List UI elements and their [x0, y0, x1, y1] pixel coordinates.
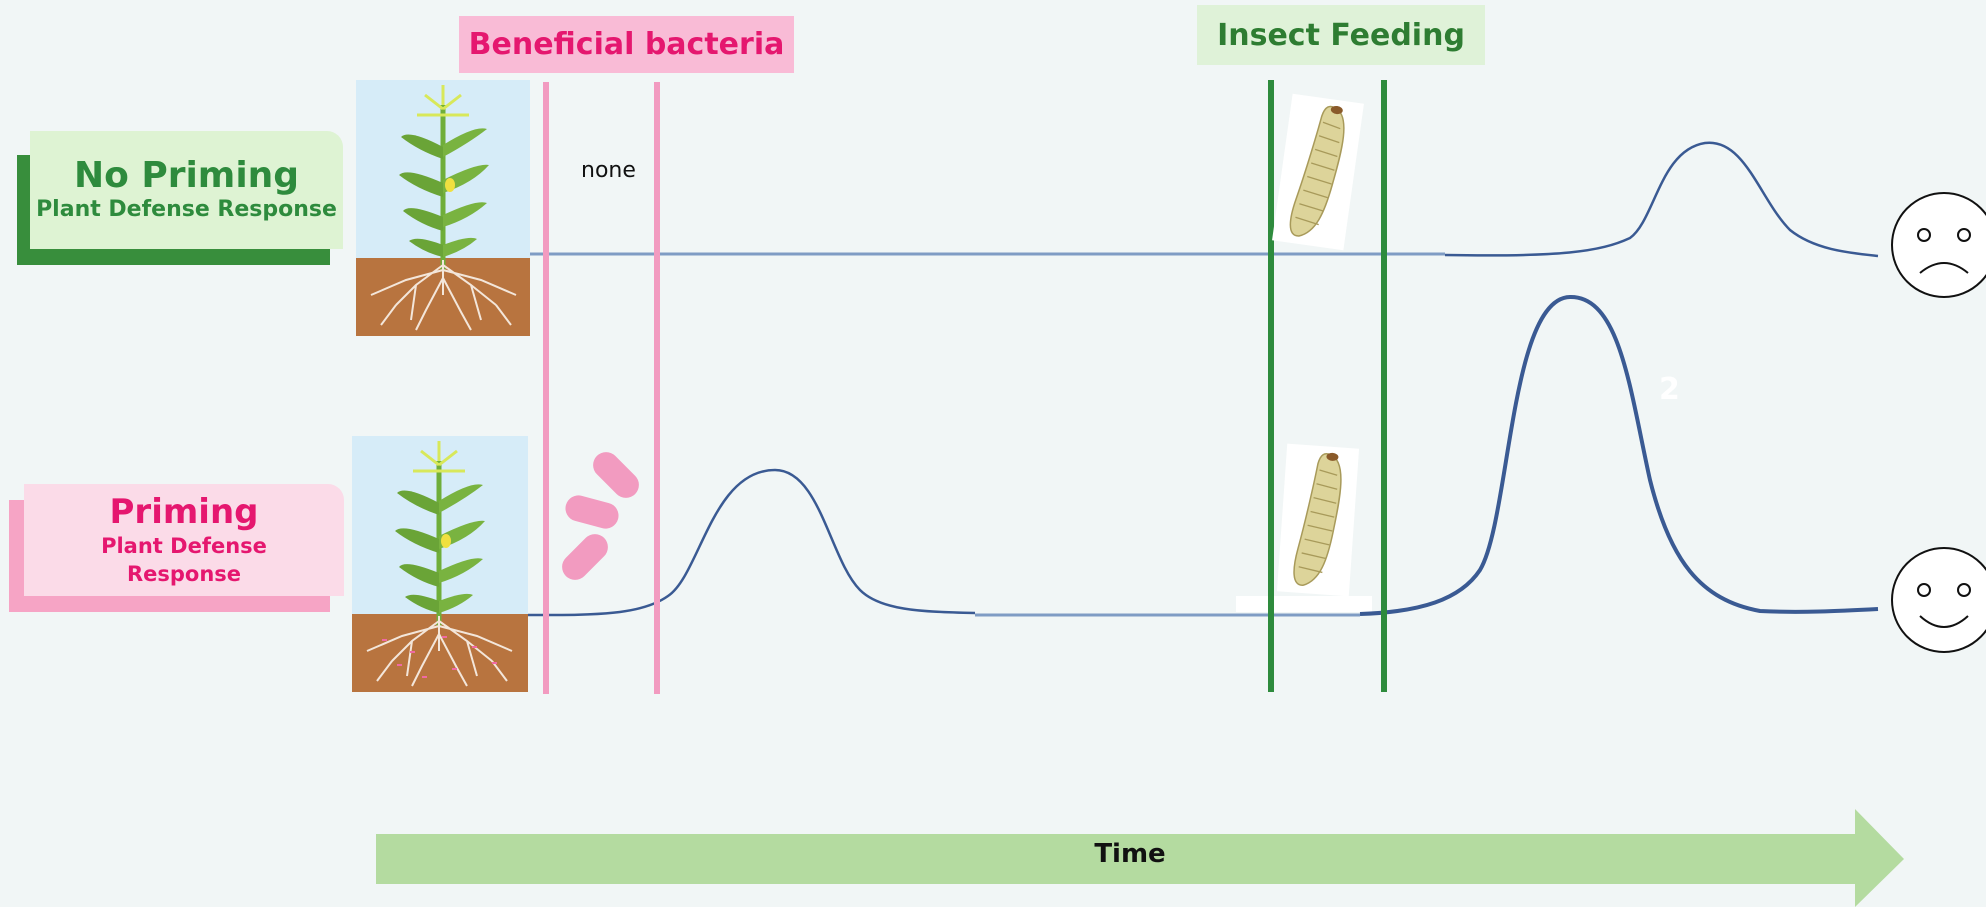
feeding-start-line [1268, 80, 1274, 692]
no-priming-response-curve [1445, 143, 1878, 256]
maize-plant-icon [356, 80, 530, 336]
maize-plant-icon [352, 436, 528, 692]
larva-icon [1272, 94, 1364, 251]
feeding-end-line [1381, 80, 1387, 692]
priming-strong-response-curve [1360, 297, 1878, 614]
sad-face-icon [1892, 193, 1986, 297]
baseline-mask [1236, 596, 1372, 612]
bacteria-start-line [543, 82, 549, 694]
bacteria-icon [557, 447, 645, 586]
smiley-face-icon [1892, 548, 1986, 652]
no-bacteria-note: none [581, 158, 636, 183]
faint-label: 2 [1659, 372, 1680, 407]
larva-icon [1277, 444, 1359, 597]
time-axis-label: Time [1030, 839, 1230, 869]
bacteria-end-line [654, 82, 660, 694]
